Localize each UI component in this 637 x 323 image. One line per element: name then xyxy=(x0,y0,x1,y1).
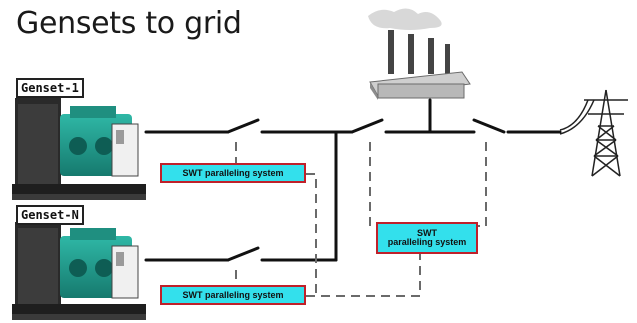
swt-bus-line2: paralleling system xyxy=(387,237,467,247)
switch-icon xyxy=(350,118,384,134)
swt-controller-genset-n: SWT paralleling system xyxy=(160,285,306,305)
page-title: Gensets to grid xyxy=(16,6,242,41)
transmission-tower-icon xyxy=(559,89,628,177)
generator-icon xyxy=(12,222,146,320)
swt-bus-line1: SWT xyxy=(417,228,437,238)
genset-1-label: Genset-1 xyxy=(16,78,84,98)
generator-icon xyxy=(12,98,146,200)
genset-n-label: Genset-N xyxy=(16,205,84,225)
switch-icon xyxy=(226,246,260,262)
swt-controller-genset-1: SWT paralleling system xyxy=(160,163,306,183)
switch-icon xyxy=(226,118,260,134)
factory-icon xyxy=(368,8,471,100)
switch-icon xyxy=(472,118,506,134)
swt-controller-bus: SWT paralleling system xyxy=(376,222,478,254)
